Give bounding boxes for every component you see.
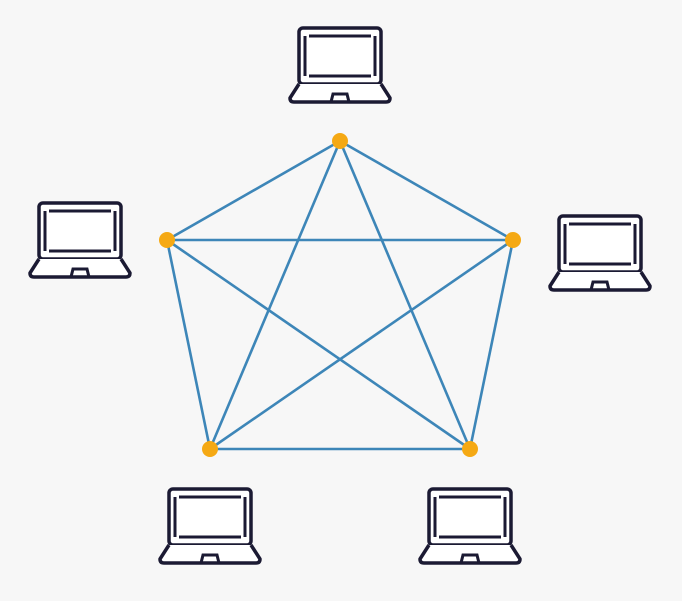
connection-right-bottom-left (209, 238, 514, 451)
laptop-icon-left (28, 201, 132, 279)
node-left (159, 232, 175, 248)
connection-top-left (166, 139, 341, 242)
node-bottom-right (462, 441, 478, 457)
node-top (332, 133, 348, 149)
laptop-icon-top (288, 26, 392, 104)
laptop-icon-bottom-right (418, 487, 522, 565)
connection-right-bottom-right (468, 239, 515, 450)
connection-top-right (339, 139, 514, 242)
connection-top-bottom-right (338, 140, 472, 450)
laptop-icon-bottom-left (158, 487, 262, 565)
connection-top-bottom-left (208, 140, 342, 450)
connection-bottom-right-left (166, 238, 471, 451)
node-bottom-left (202, 441, 218, 457)
connection-bottom-left-left (165, 239, 212, 450)
laptop-icon-right (548, 214, 652, 292)
node-right (505, 232, 521, 248)
